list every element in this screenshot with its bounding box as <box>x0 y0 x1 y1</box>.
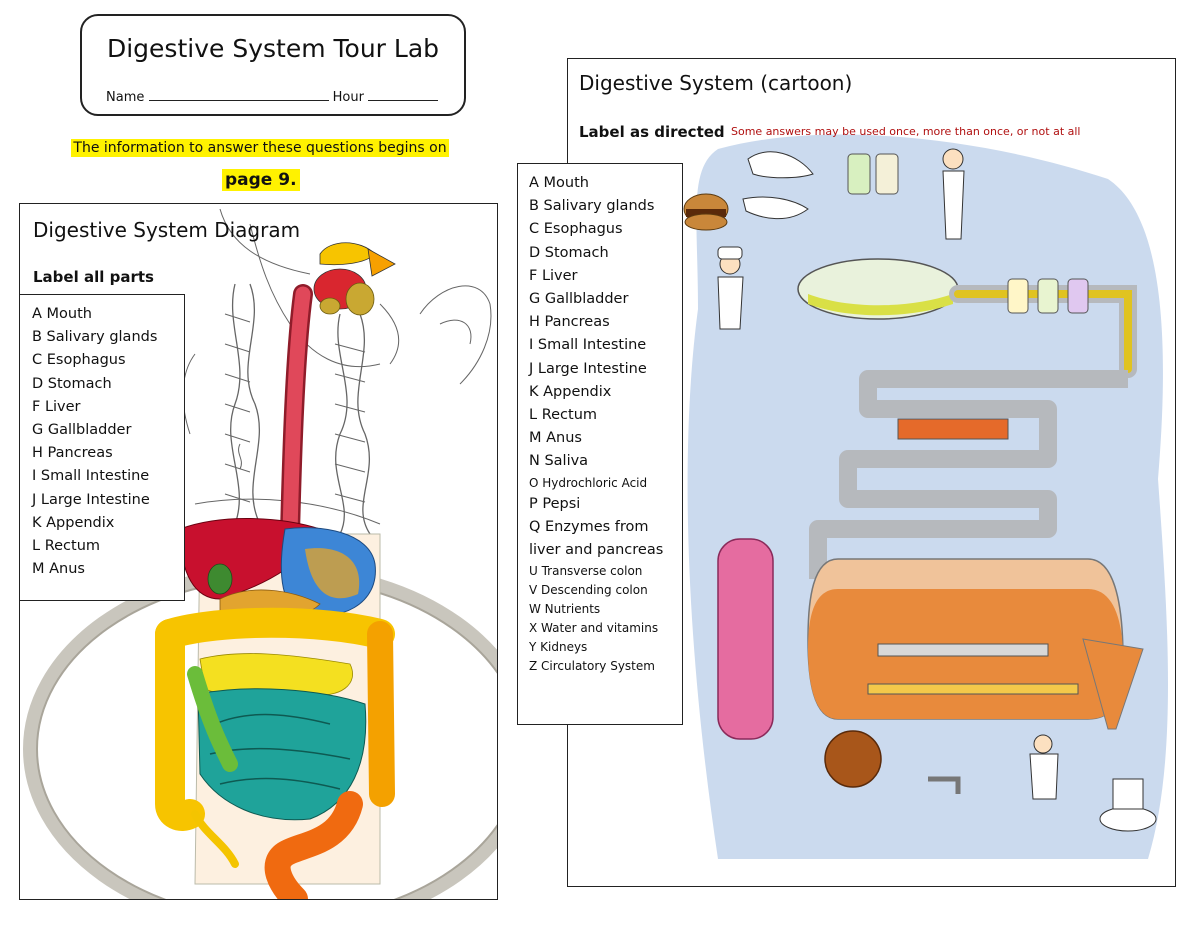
heater-tray <box>897 418 1009 440</box>
name-label: Name <box>106 90 145 105</box>
cartoon-note: Some answers may be used once, more than… <box>731 125 1081 138</box>
nasal-region <box>319 242 376 266</box>
list-item: X Water and vitamins <box>529 621 659 636</box>
list-item: J Large Intestine <box>32 491 150 508</box>
list-item: B Salivary glands <box>32 329 158 346</box>
flask <box>875 153 899 195</box>
list-item: W Nutrients <box>529 602 601 617</box>
list-item: L Rectum <box>32 538 101 555</box>
man-head <box>1033 734 1053 754</box>
list-item: G Gallbladder <box>32 422 132 439</box>
list-item: C Esophagus <box>32 352 126 369</box>
faucet <box>928 776 961 794</box>
digestive-diagram-illustration <box>23 208 497 899</box>
nose-area <box>367 248 396 277</box>
scientist-head <box>942 148 964 170</box>
list-item: L Rectum <box>529 407 598 424</box>
name-blank[interactable] <box>148 88 329 101</box>
list-item: K Appendix <box>32 514 115 531</box>
small-intestine-loop <box>187 666 238 772</box>
flask <box>1037 278 1059 314</box>
list-item: I Small Intestine <box>32 468 150 485</box>
hamburger-bun <box>684 213 728 231</box>
stomach-lining <box>305 548 360 599</box>
diagram-title: Digestive System Diagram <box>33 218 301 242</box>
page-reference: page 9. <box>222 169 300 191</box>
list-item: D Stomach <box>529 244 609 261</box>
rectum-shape <box>264 791 363 899</box>
teeth-lower <box>742 196 809 220</box>
list-item: M Anus <box>529 430 582 447</box>
title-box: Digestive System Tour Lab Name Hour <box>80 14 466 116</box>
flask <box>1007 278 1029 314</box>
transverse-colon <box>155 607 395 649</box>
kidney-cylinder <box>717 538 774 740</box>
list-item: O Hydrochloric Acid <box>529 475 648 490</box>
list-item: Y Kidneys <box>529 640 588 655</box>
hamburger-patty <box>686 209 726 217</box>
list-item: H Pancreas <box>32 445 113 462</box>
list-item: P Pepsi <box>529 495 581 512</box>
list-item: G Gallbladder <box>529 291 629 308</box>
intestine-pipe <box>809 370 1128 579</box>
page-reference-text: page 9. <box>222 169 300 191</box>
list-item: F Liver <box>32 398 81 415</box>
filter-tray <box>877 643 1049 657</box>
diagram-panel: Digestive System Diagram Label all parts <box>19 203 498 900</box>
ascending-colon <box>155 619 205 831</box>
list-item: Q Enzymes from <box>529 518 649 535</box>
descending-colon <box>367 621 395 807</box>
diagram-subtitle: Label all parts <box>33 268 154 286</box>
esophagus-shape <box>282 286 311 542</box>
list-item: Z Circulatory System <box>529 659 655 674</box>
cartoon-title: Digestive System (cartoon) <box>579 71 853 95</box>
list-item: U Transverse colon <box>529 564 643 579</box>
diagram-label-list: A Mouth B Salivary glands C Esophagus D … <box>20 294 185 601</box>
page-title: Digestive System Tour Lab <box>106 34 440 63</box>
list-item: M Anus <box>32 561 85 578</box>
stomach-tank-liquid <box>808 294 953 316</box>
list-item: A Mouth <box>529 175 589 191</box>
list-item: N Saliva <box>529 453 589 470</box>
scientist-body <box>942 170 965 240</box>
info-notice-text: The information to answer these question… <box>71 139 449 157</box>
info-notice: The information to answer these question… <box>52 139 468 157</box>
person-sketch <box>182 208 492 535</box>
list-item: I Small Intestine <box>529 337 647 354</box>
filter-tray <box>867 683 1079 695</box>
salivary-gland-shape <box>345 282 375 316</box>
chef-body <box>717 276 744 330</box>
name-hour-line: Name Hour <box>106 88 439 105</box>
pump-pot <box>824 730 882 788</box>
chef-hat <box>717 246 743 260</box>
hour-label: Hour <box>332 90 364 105</box>
list-item: K Appendix <box>529 383 612 400</box>
list-item: liver and pancreas <box>529 542 664 559</box>
small-intestine-shape <box>197 688 367 821</box>
hour-blank[interactable] <box>368 88 439 101</box>
list-item: F Liver <box>529 267 578 284</box>
list-item: B Salivary glands <box>529 198 655 215</box>
list-item: J Large Intestine <box>529 360 647 377</box>
cartoon-label-list: A Mouth B Salivary glands C Esophagus D … <box>517 163 683 725</box>
cartoon-subtitle: Label as directed <box>579 123 725 141</box>
teeth-upper <box>747 151 814 179</box>
funnel <box>1082 638 1144 730</box>
flask <box>847 153 871 195</box>
list-item: H Pancreas <box>529 314 610 331</box>
man-body <box>1029 753 1059 800</box>
appendix-shape <box>191 810 239 868</box>
list-item: A Mouth <box>32 306 92 322</box>
cartoon-panel: Digestive System (cartoon) Label as dire… <box>567 58 1176 887</box>
list-item: C Esophagus <box>529 221 623 238</box>
toilet <box>1099 806 1157 832</box>
cartoon-illustration <box>683 134 1168 860</box>
flask <box>1067 278 1089 314</box>
toilet-tank <box>1112 778 1144 810</box>
salivary-gland-shape <box>319 297 341 315</box>
list-item: D Stomach <box>32 375 112 392</box>
list-item: V Descending colon <box>529 583 648 598</box>
gallbladder-shape <box>207 563 233 595</box>
